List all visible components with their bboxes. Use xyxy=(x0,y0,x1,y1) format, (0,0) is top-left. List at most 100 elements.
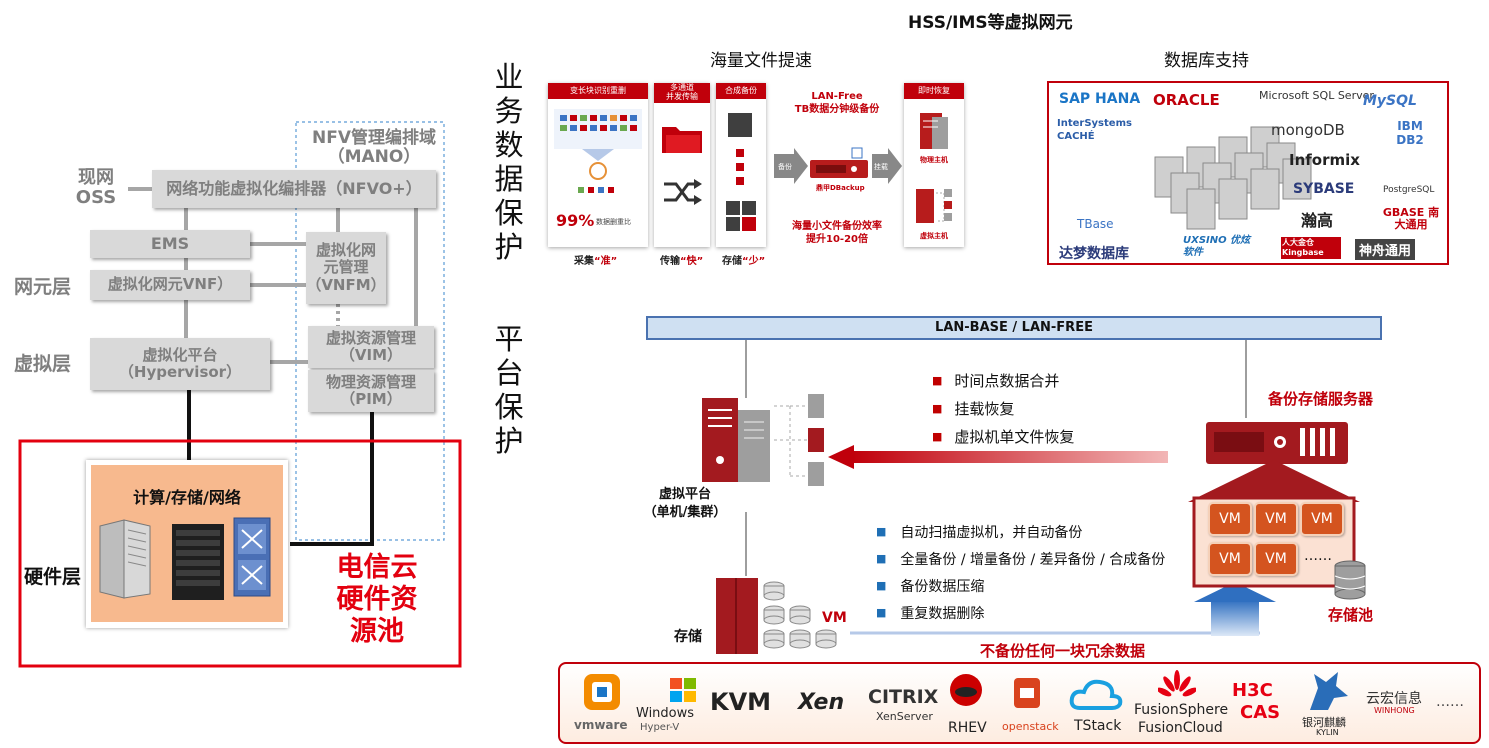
platform-connectors xyxy=(745,340,1276,636)
physical-host-label: 物理主机 xyxy=(920,156,948,164)
top-title: HSS/IMS等虚拟网元 xyxy=(908,13,1073,33)
red-feature-list: 时间点数据合并 挂载恢复 虚拟机单文件恢复 xyxy=(932,368,1074,452)
blue-feature-list: 自动扫描虚拟机，并自动备份 全量备份 / 增量备份 / 差异备份 / 合成备份 … xyxy=(876,520,1165,628)
oracle-logo: ORACLE xyxy=(1153,91,1220,109)
mongodb-logo: mongoDB xyxy=(1271,121,1345,139)
server-label: 备份存储服务器 xyxy=(1268,390,1374,408)
shenzhou-logo: 神舟通用 xyxy=(1355,239,1416,260)
vim-box: 虚拟资源管理 （VIM） xyxy=(308,326,434,368)
hypervisor-box: 虚拟化平台 （Hypervisor） xyxy=(90,338,270,390)
dedup-percent-text: 数据删重比 xyxy=(596,218,631,226)
storage-pool-label: 存储池 xyxy=(1328,606,1374,624)
layer-virtual-label: 虚拟层 xyxy=(14,353,72,375)
virtual-host-icon xyxy=(916,189,952,223)
db-support-title: 数据库支持 xyxy=(1164,51,1249,71)
sql-server-logo: Microsoft SQL Server xyxy=(1259,89,1374,102)
caption-transfer: 传输“快” xyxy=(660,256,704,267)
hardware-title: 计算/存储/网络 xyxy=(133,488,241,507)
vplatform-label: 虚拟平台 （单机/集群） xyxy=(643,487,727,520)
storage-vm-label: VM xyxy=(822,610,847,626)
xen-logo: Xen xyxy=(798,690,845,715)
highgo-logo: 瀚高 xyxy=(1301,211,1334,230)
dedup-panel: 变长块识别重删 99% 数据删重比 xyxy=(548,83,648,247)
lan-free-text: LAN-Free TB数据分钟级备份 xyxy=(794,91,880,115)
server-tower-icon xyxy=(99,519,151,599)
blue-item-backup-modes: 全量备份 / 增量备份 / 差异备份 / 合成备份 xyxy=(876,547,1165,574)
rhev-logo: RHEV xyxy=(948,720,987,736)
fusioncloud-logo: FusionCloud xyxy=(1138,720,1223,736)
tstack-cloud-icon xyxy=(1069,679,1123,710)
vnfm-box: 虚拟化网 元管理 （VNFM） xyxy=(306,232,386,304)
mano-dashed-box xyxy=(295,121,445,541)
openstack-logo: openstack xyxy=(1002,720,1059,733)
rack-icon xyxy=(172,524,224,600)
mano-label: NFV管理编排域 （MANO） xyxy=(312,128,436,167)
dedup-panel-head: 变长块识别重删 xyxy=(548,83,648,99)
caption-collect: 采集“准” xyxy=(574,256,618,267)
tbase-logo: TBase xyxy=(1077,217,1114,231)
vmware-icon xyxy=(584,674,620,710)
vm-1: VM xyxy=(1208,502,1252,536)
cache-logo: InterSystems CACHÉ xyxy=(1057,118,1132,142)
shuffle-icon xyxy=(664,179,702,205)
caption-store: 存储“少” xyxy=(722,256,766,267)
logos-more: …… xyxy=(1436,694,1464,710)
synthetic-panel-head: 合成备份 xyxy=(716,83,766,99)
uxsino-logo: UXSINO 优炫软件 xyxy=(1183,235,1251,258)
storage-icon xyxy=(716,578,837,654)
vnf-box: 虚拟化网元VNF） xyxy=(90,270,250,300)
postgresql-logo: PostgreSQL xyxy=(1383,185,1435,195)
vmware-logo: vmware xyxy=(574,718,628,732)
citrix-logo: CITRIX xyxy=(868,686,939,708)
hardware-box: 计算/存储/网络 xyxy=(86,460,288,628)
virtual-host-label: 虚拟主机 xyxy=(920,232,948,240)
vm-4: VM xyxy=(1208,542,1252,576)
informix-logo: Informix xyxy=(1289,151,1360,169)
ems-box: EMS xyxy=(90,230,250,258)
transfer-panel: 多通道 并发传输 xyxy=(654,83,710,247)
kylin-en-logo: KYLIN xyxy=(1316,728,1339,737)
virtualization-logos-strip: vmware Windows Hyper-V KVM Xen CITRIX Xe… xyxy=(558,662,1481,744)
layer-hw-label: 硬件层 xyxy=(24,566,82,588)
network-switch-icon xyxy=(233,517,271,597)
dameng-logo: 达梦数据库 xyxy=(1059,246,1129,262)
vm-more: …… xyxy=(1304,548,1332,564)
redhat-icon xyxy=(950,674,982,706)
huawei-icon xyxy=(1158,670,1196,697)
no-redundant-label: 不备份任何一块冗余数据 xyxy=(980,642,1146,660)
dedup-blocks-icon xyxy=(554,109,642,193)
windows-logo: Windows xyxy=(636,706,695,721)
small-file-text: 海量小文件备份效率 提升10-20倍 xyxy=(792,221,882,245)
backup-arrow-label: 备份 xyxy=(778,163,792,171)
transfer-panel-head: 多通道 并发传输 xyxy=(654,83,710,103)
fusionsphere-logo: FusionSphere xyxy=(1134,702,1229,718)
sybase-logo: SYBASE xyxy=(1293,181,1355,197)
synthetic-blocks-icon xyxy=(726,113,756,231)
nfvo-box: 网络功能虚拟化编排器（NFVO+） xyxy=(152,170,436,208)
pool-label: 电信云 硬件资 源池 xyxy=(336,552,418,647)
winhong-cn-logo: 云宏信息 xyxy=(1366,691,1422,707)
backup-server-icon xyxy=(1206,422,1348,464)
tstack-logo: TStack xyxy=(1074,718,1122,734)
server-cluster-icon xyxy=(1154,126,1312,230)
sap-hana-logo: SAP HANA xyxy=(1059,91,1141,107)
blue-item-auto-scan: 自动扫描虚拟机，并自动备份 xyxy=(876,520,1165,547)
oss-label: 现网 OSS xyxy=(75,167,117,208)
vm-2: VM xyxy=(1254,502,1298,536)
vm-3: VM xyxy=(1300,502,1344,536)
hyperv-logo: Hyper-V xyxy=(640,722,680,733)
mount-arrow-label: 挂载 xyxy=(874,163,888,171)
red-item-mount: 挂载恢复 xyxy=(932,396,1074,424)
ibm-db2-logo: IBM DB2 xyxy=(1396,119,1424,147)
kylin-cn-logo: 银河麒麟 xyxy=(1302,716,1346,729)
pool-border xyxy=(18,439,462,668)
folder-icon xyxy=(662,127,702,153)
openstack-icon xyxy=(1014,678,1040,708)
dbackup-label: 鼎甲DBackup xyxy=(816,184,865,192)
database-box: SAP HANA ORACLE Microsoft SQL Server MyS… xyxy=(1047,81,1449,265)
storage-label: 存储 xyxy=(674,629,702,645)
synthetic-panel: 合成备份 xyxy=(716,83,766,247)
blue-item-dedup: 重复数据删除 xyxy=(876,601,1165,628)
dbackup-flow-icon xyxy=(774,147,902,184)
pim-box: 物理资源管理 （PIM） xyxy=(308,370,434,412)
